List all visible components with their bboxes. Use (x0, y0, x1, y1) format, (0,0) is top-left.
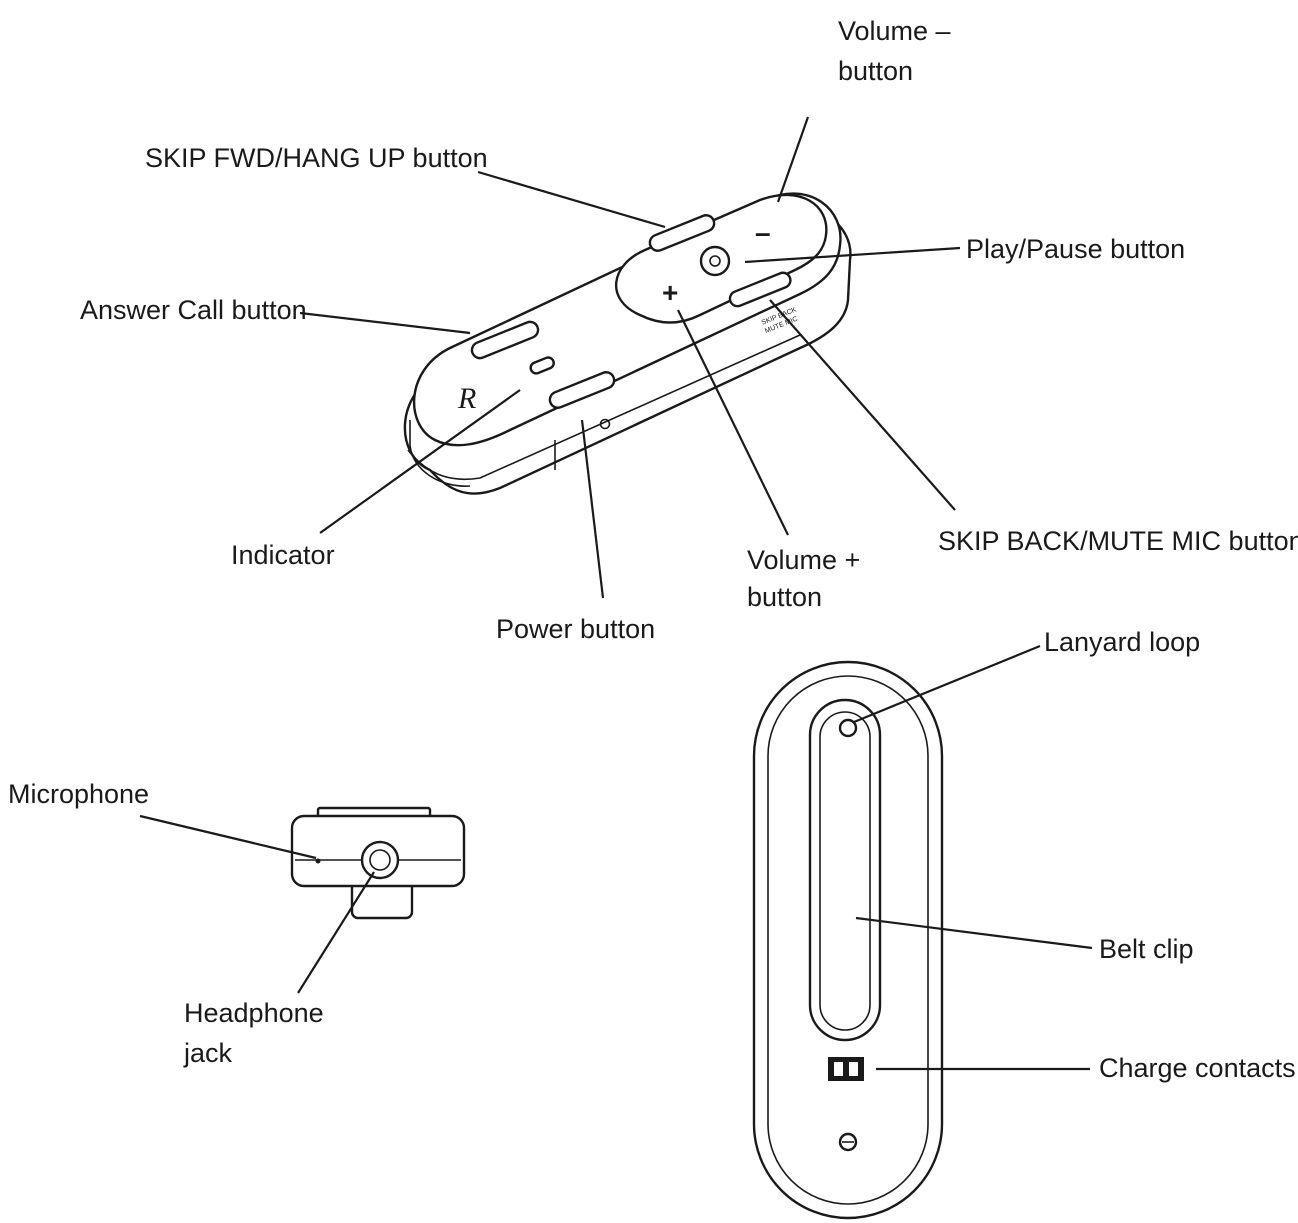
power-port-icon (599, 418, 611, 430)
label-play-pause: Play/Pause button (966, 234, 1185, 264)
leader-belt-clip (855, 916, 1093, 950)
power-button[interactable] (547, 370, 616, 410)
microphone-hole-icon (315, 858, 321, 864)
skip-back-button[interactable] (728, 271, 793, 309)
label-indicator: Indicator (231, 540, 335, 570)
device-side-view (290, 806, 466, 920)
label-power: Power button (496, 614, 655, 644)
minus-symbol: – (755, 217, 771, 248)
label-volume-plus-line2: button (747, 582, 822, 612)
lanyard-loop-icon (838, 718, 858, 738)
label-skip-back: SKIP BACK/MUTE MIC button (938, 526, 1298, 556)
leader-power (580, 419, 605, 599)
brand-logo: R (457, 382, 476, 415)
skip-fwd-button[interactable] (647, 213, 716, 253)
label-volume-plus-line1: Volume + (747, 545, 860, 575)
label-charge: Charge contacts (1099, 1053, 1296, 1083)
label-volume-minus-line2: button (838, 56, 913, 86)
label-answer-call: Answer Call button (80, 295, 307, 325)
charge-contacts (828, 1057, 864, 1081)
leader-skip-fwd (477, 170, 666, 229)
leader-skip-back (769, 299, 956, 511)
leader-indicator (319, 389, 521, 534)
headphone-jack-icon (360, 840, 400, 880)
indicator-light (529, 356, 555, 375)
label-belt-clip: Belt clip (1099, 934, 1194, 964)
answer-call-button[interactable] (470, 319, 541, 360)
leader-volume-minus (776, 116, 810, 203)
label-microphone: Microphone (8, 779, 149, 809)
belt-clip[interactable] (808, 698, 882, 1042)
label-lanyard: Lanyard loop (1044, 627, 1200, 657)
leader-microphone (139, 814, 317, 860)
label-skip-fwd: SKIP FWD/HANG UP button (145, 143, 488, 173)
device-back-view (752, 660, 944, 1220)
device-top-view: – + SKIP BACK MUTE MIC R (403, 192, 852, 495)
leader-play-pause (744, 246, 961, 264)
leader-answer-call (299, 311, 471, 335)
label-volume-minus-line1: Volume – (838, 16, 951, 46)
label-headphone-line2: jack (183, 1038, 233, 1068)
leader-headphone (297, 871, 375, 994)
plus-symbol: + (662, 277, 678, 308)
leader-lanyard (853, 644, 1041, 724)
play-pause-button[interactable] (699, 245, 731, 277)
leader-volume-plus (677, 309, 789, 536)
label-headphone-line1: Headphone (184, 998, 324, 1028)
